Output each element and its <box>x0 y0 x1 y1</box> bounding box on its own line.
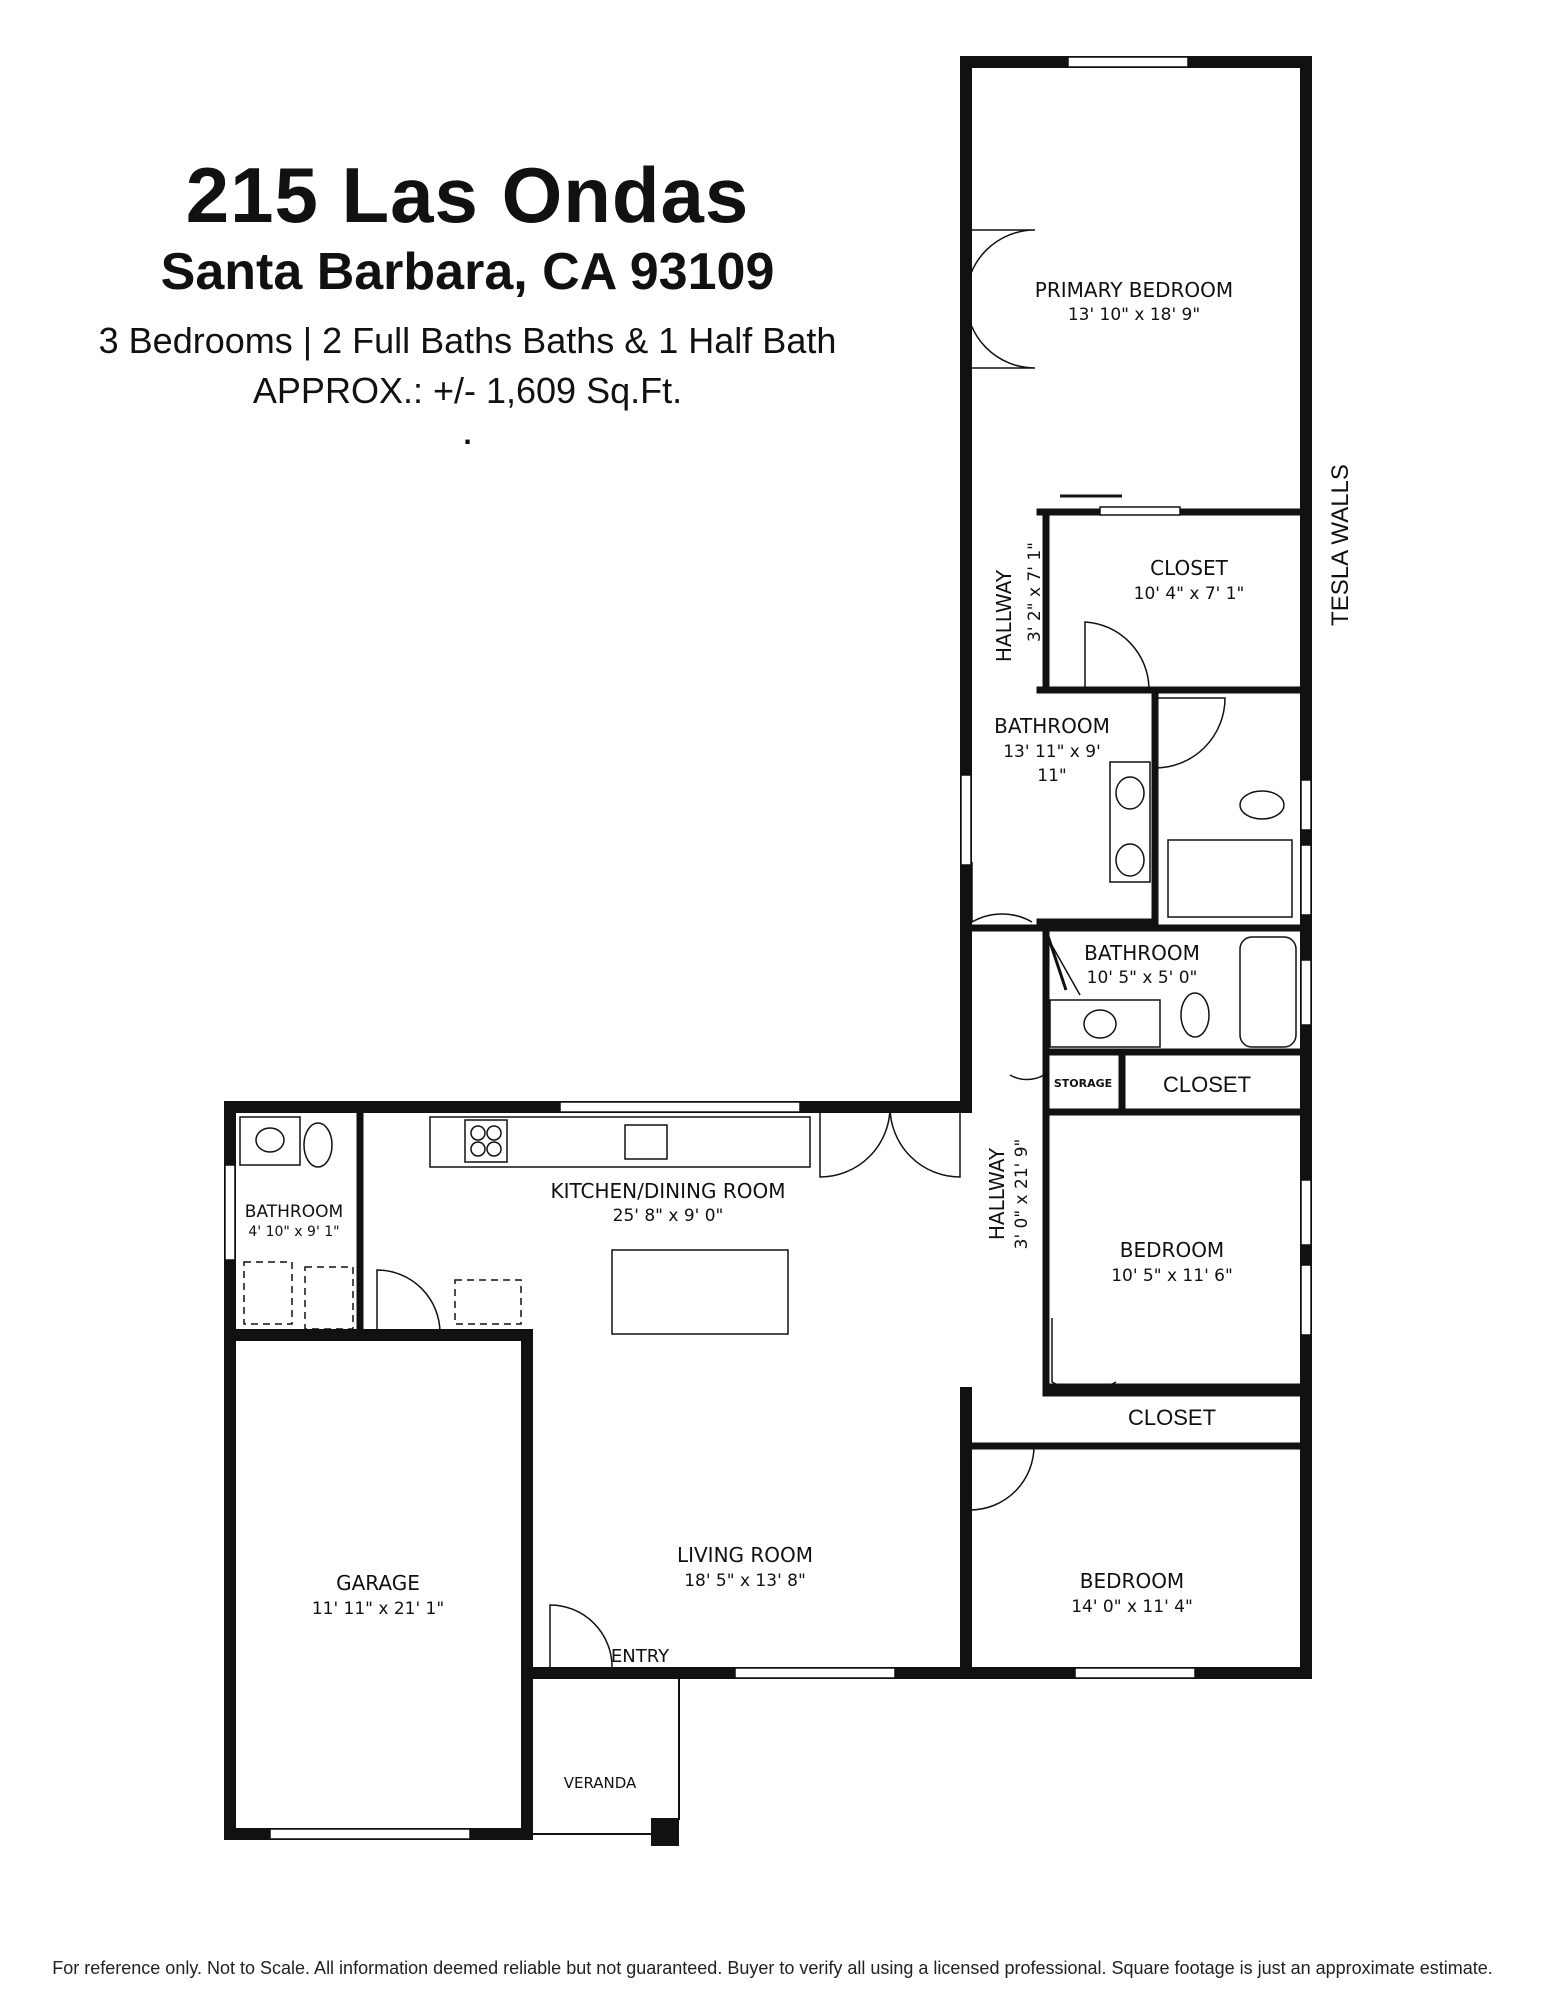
primary-bedroom-dims: 13' 10" x 18' 9" <box>1068 305 1200 325</box>
property-rooms-summary: 3 Bedrooms | 2 Full Baths Baths & 1 Half… <box>98 320 837 361</box>
stove <box>464 1119 508 1163</box>
appliance-outline <box>304 1266 354 1330</box>
windows <box>224 56 1312 1840</box>
property-title: 215 Las Ondas <box>185 151 750 239</box>
burner <box>486 1141 502 1157</box>
primary-bedroom-label: PRIMARY BEDROOM <box>1035 278 1233 302</box>
veranda-post <box>651 1818 679 1846</box>
vanity <box>1049 999 1161 1048</box>
garage-dims: 11' 11" x 21' 1" <box>312 1599 444 1619</box>
toilet <box>1180 992 1210 1038</box>
bathroom-large-label: BATHROOM <box>994 714 1110 738</box>
property-address: Santa Barbara, CA 93109 <box>160 243 775 301</box>
header-dot: . <box>463 418 472 451</box>
toilet <box>1239 790 1285 820</box>
bedroom-low-dims: 14' 0" x 11' 4" <box>1071 1597 1193 1617</box>
garage-label: GARAGE <box>336 1571 420 1595</box>
interior-walls <box>226 508 1310 1450</box>
closet-top-dims: 10' 4" x 7' 1" <box>1134 584 1245 604</box>
kitchen-counter <box>429 1116 811 1168</box>
hallway-top-label: HALLWAY <box>992 569 1016 662</box>
tesla-walls-label: TESLA WALLS <box>1327 464 1354 626</box>
closet-low-label: CLOSET <box>1128 1405 1216 1430</box>
sink <box>1115 843 1145 877</box>
bathroom-small-dims: 10' 5" x 5' 0" <box>1087 968 1198 988</box>
storage-label: STORAGE <box>1054 1077 1112 1090</box>
bathroom-large-dims-2: 11" <box>1037 766 1066 786</box>
bathroom-small-label: BATHROOM <box>1084 941 1200 965</box>
hallway-top-dims: 3' 2" x 7' 1" <box>1025 542 1045 642</box>
sink <box>255 1127 285 1153</box>
bedroom-mid-dims: 10' 5" x 11' 6" <box>1111 1266 1233 1286</box>
living-room-dims: 18' 5" x 13' 8" <box>684 1571 806 1591</box>
doors <box>376 229 1226 1668</box>
disclaimer-footer: For reference only. Not to Scale. All in… <box>52 1958 1493 1978</box>
burner <box>486 1125 502 1141</box>
kitchen-label: KITCHEN/DINING ROOM <box>550 1179 785 1203</box>
kitchen-island <box>611 1249 789 1335</box>
property-area: APPROX.: +/- 1,609 Sq.Ft. <box>252 370 683 411</box>
toilet <box>303 1122 333 1168</box>
entry-label: ENTRY <box>611 1646 670 1667</box>
sink <box>1083 1009 1117 1039</box>
appliance-outline <box>243 1261 293 1325</box>
half-bath-label: BATHROOM <box>245 1202 343 1222</box>
appliance-outline <box>454 1279 522 1325</box>
living-room-label: LIVING ROOM <box>677 1543 813 1567</box>
half-bath-dims: 4' 10" x 9' 1" <box>248 1224 339 1240</box>
bathtub <box>1167 839 1293 918</box>
bedroom-mid-label: BEDROOM <box>1120 1238 1224 1262</box>
closet-top-label: CLOSET <box>1150 556 1228 580</box>
vanity <box>1109 761 1151 883</box>
bathroom-large-dims-1: 13' 11" x 9' <box>1003 742 1101 762</box>
burner <box>470 1141 486 1157</box>
bathtub-small <box>1239 936 1297 1048</box>
hallway-mid-dims: 3' 0" x 21' 9" <box>1012 1139 1032 1250</box>
bedroom-low-label: BEDROOM <box>1080 1569 1184 1593</box>
fixtures <box>239 761 1297 1335</box>
veranda-label: VERANDA <box>564 1774 637 1792</box>
kitchen-dims: 25' 8" x 9' 0" <box>613 1206 724 1226</box>
kitchen-sink <box>624 1124 668 1160</box>
hallway-mid-label: HALLWAY <box>985 1147 1009 1240</box>
vanity <box>239 1116 301 1166</box>
burner <box>470 1125 486 1141</box>
closet-mid-label: CLOSET <box>1163 1072 1251 1097</box>
sink <box>1115 776 1145 810</box>
